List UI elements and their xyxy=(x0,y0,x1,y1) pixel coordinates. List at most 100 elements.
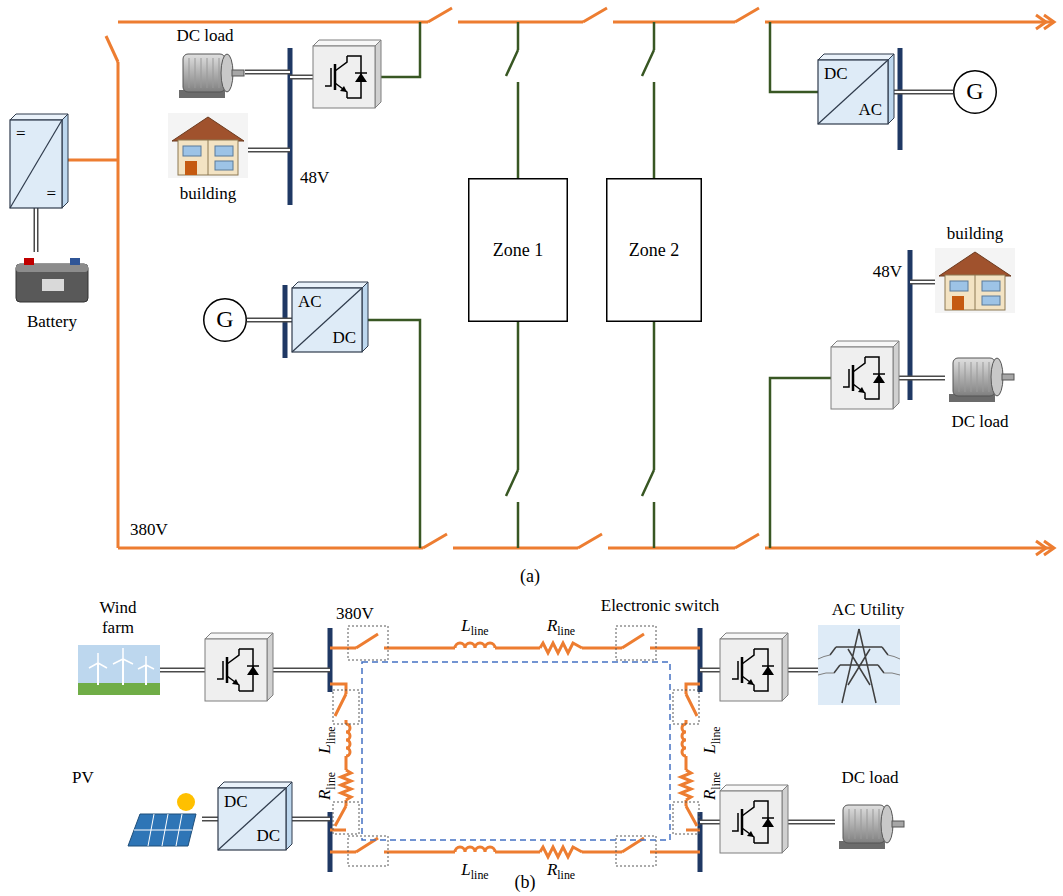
converter-symbol xyxy=(720,785,788,853)
box-top-face xyxy=(218,782,292,788)
box-top-face xyxy=(818,54,894,60)
zone-box: Zone 2 xyxy=(606,178,702,322)
box-front-face xyxy=(818,60,888,124)
converter-symbol xyxy=(720,633,788,701)
generator-letter: G xyxy=(216,306,233,334)
switch-label: Electronic switch xyxy=(601,596,720,616)
converter-type: AC xyxy=(858,100,882,120)
zone-name: Zone 1 xyxy=(493,240,543,261)
bus-switch xyxy=(428,8,759,22)
building-picture xyxy=(168,113,248,178)
converter-type: AC xyxy=(298,292,322,312)
box-diagonal xyxy=(818,60,888,124)
box-top-face xyxy=(292,282,368,288)
motor-picture xyxy=(839,805,904,849)
load-label: building xyxy=(947,224,1004,244)
dc-bus xyxy=(68,62,118,548)
circle-outline xyxy=(954,71,997,114)
resistor-symbol xyxy=(540,643,582,857)
converter-type: DC xyxy=(256,826,280,846)
box-side-face xyxy=(362,282,368,352)
bus-bar xyxy=(330,628,700,872)
resistance-label: Rline xyxy=(547,860,575,880)
symbol-subscript: line xyxy=(557,624,575,638)
converter-box: DC AC xyxy=(818,60,888,124)
voltage-label: 48V xyxy=(873,262,902,282)
connector-outer xyxy=(888,90,953,95)
converter-symbol xyxy=(205,633,273,701)
box-front-face xyxy=(218,788,286,850)
connector-inner xyxy=(247,319,292,321)
generator-letter: G xyxy=(966,78,983,106)
voltage-label: 380V xyxy=(336,604,374,624)
source-label: Battery xyxy=(27,312,77,332)
symbol-letter: L xyxy=(315,744,334,753)
symbol-subscript: line xyxy=(709,726,723,744)
wind-farm-picture xyxy=(78,645,160,695)
switch-frame xyxy=(673,690,699,724)
source-label: AC Utility xyxy=(832,600,904,620)
box-outline xyxy=(607,179,702,322)
box-diagonal xyxy=(292,288,362,352)
dc-bus xyxy=(118,547,1052,550)
zone-box: Zone 1 xyxy=(468,178,568,322)
building-picture xyxy=(935,248,1015,313)
panel-label: (b) xyxy=(515,872,536,893)
inductor-symbol xyxy=(346,724,686,756)
box-front-face xyxy=(292,288,362,352)
symbol-letter: L xyxy=(700,744,719,753)
motor-picture xyxy=(179,54,244,98)
panel-label: (a) xyxy=(520,566,540,587)
line-wire xyxy=(330,647,700,650)
symbol-letter: R xyxy=(547,616,557,635)
converter-type: = xyxy=(16,124,26,144)
resistance-label: Rline xyxy=(315,772,335,800)
symbol-letter: R xyxy=(315,790,334,800)
load-label: building xyxy=(180,184,237,204)
symbol-subscript: line xyxy=(471,868,489,882)
switch-frame xyxy=(333,802,359,834)
resistor-symbol xyxy=(341,770,691,800)
zone-name: Zone 2 xyxy=(629,240,679,261)
symbol-letter: R xyxy=(547,860,557,879)
bus-arrow xyxy=(1036,15,1054,555)
resistance-label: Rline xyxy=(700,772,720,800)
utility-picture xyxy=(818,625,900,705)
box-side-face xyxy=(62,114,68,208)
electronic-switch xyxy=(335,634,697,852)
voltage-label: 380V xyxy=(130,520,168,540)
box-diagonal xyxy=(10,120,62,208)
switch-frame xyxy=(616,626,656,660)
box-diagonal xyxy=(218,788,286,850)
box-side-face xyxy=(888,54,894,124)
circle-outline xyxy=(204,299,247,342)
converter-type: DC xyxy=(824,64,848,84)
converter-type: = xyxy=(46,184,56,204)
double-line xyxy=(36,72,945,378)
current-path xyxy=(362,662,670,840)
inductance-label: Lline xyxy=(315,726,335,753)
symbol-letter: L xyxy=(461,616,470,635)
double-line-connector xyxy=(888,92,953,93)
symbol-subscript: line xyxy=(471,624,489,638)
symbol-letter: L xyxy=(461,860,470,879)
double-line xyxy=(36,72,945,378)
load-label: DC load xyxy=(176,26,233,46)
inductor-symbol xyxy=(455,643,495,852)
switch-frame xyxy=(673,802,699,834)
box-side-face xyxy=(286,782,292,850)
double-line-connector xyxy=(247,320,292,321)
source-label: PV xyxy=(72,768,94,788)
connector-outer xyxy=(247,318,292,323)
pv-picture xyxy=(128,793,196,846)
inductance-label: Lline xyxy=(461,860,488,880)
converter-type: DC xyxy=(224,792,248,812)
inductance-label: Lline xyxy=(700,726,720,753)
symbol-subscript: line xyxy=(557,868,575,882)
inductance-label: Lline xyxy=(461,616,488,636)
voltage-label: 48V xyxy=(300,168,329,188)
source-label: Wind farm xyxy=(90,598,146,637)
converter-box: ACDC xyxy=(292,288,362,352)
symbol-subscript: line xyxy=(709,772,723,790)
bus-switch xyxy=(106,36,118,62)
